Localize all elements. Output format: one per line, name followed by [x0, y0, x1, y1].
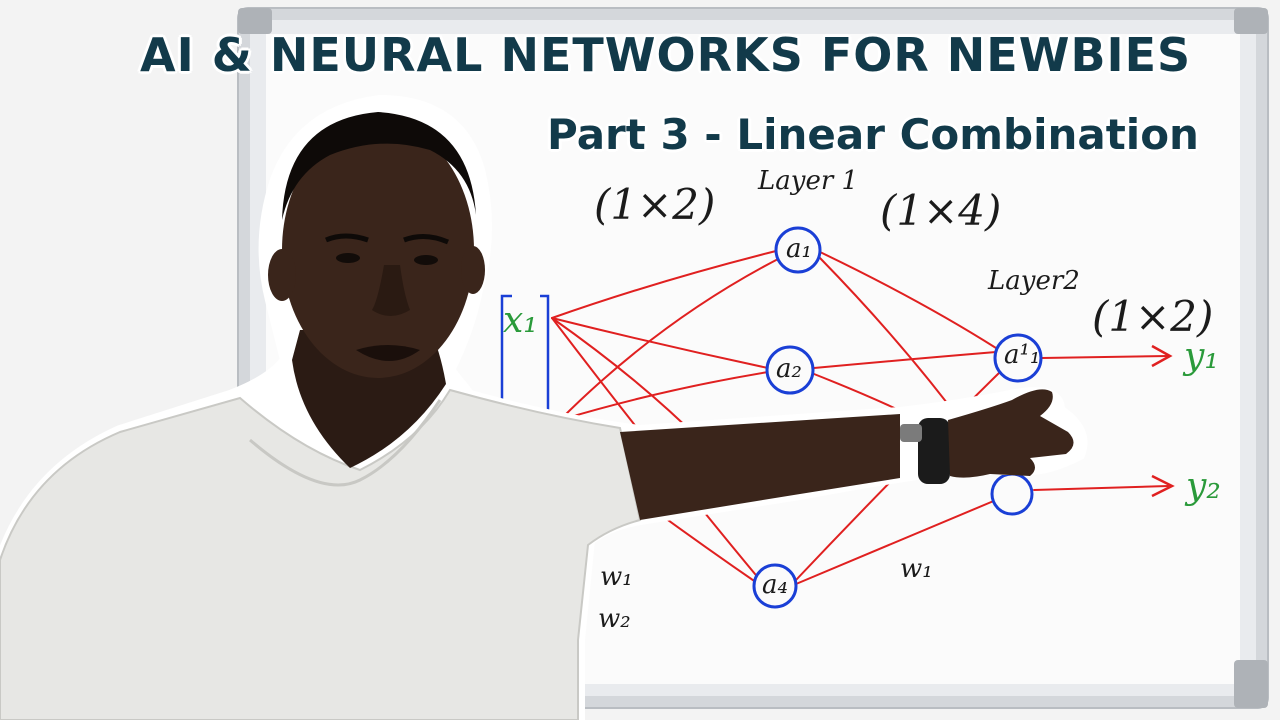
node-b2 — [990, 472, 1034, 516]
node-a2 — [765, 345, 815, 395]
layer2-label: Layer2 — [988, 266, 1080, 296]
edge-b2-y2 — [1033, 485, 1169, 491]
presenter-hand — [948, 389, 1074, 478]
presenter-eyebrow-left — [325, 233, 369, 243]
edge-a4-b2 — [795, 499, 997, 585]
node-a1-label: a₁ — [786, 234, 812, 264]
presenter — [0, 94, 1088, 720]
node-a4 — [752, 563, 798, 609]
shirt-fold — [249, 399, 442, 487]
edge-x1-a1 — [551, 249, 781, 319]
arrowhead-y2 — [1151, 474, 1175, 498]
presenter-ear-left — [268, 249, 296, 301]
edge-x2-a2 — [559, 371, 769, 421]
input-dimension-label: (1×2) — [594, 180, 716, 229]
edge-b1-y1 — [1041, 355, 1169, 359]
presenter-arm — [620, 414, 900, 520]
presenter-shirt — [0, 388, 642, 720]
video-title: AI & NEURAL NETWORKS FOR NEWBIES — [140, 28, 1192, 82]
weight-label-w1-left: w₁ — [600, 562, 633, 592]
presenter-head — [282, 122, 474, 378]
edge-a1-b2 — [819, 257, 961, 421]
output-y2: y₂ — [1186, 466, 1221, 507]
edge-a2-b1 — [813, 351, 997, 369]
network-nodes — [752, 226, 1043, 609]
layer1-dimension-label: (1×4) — [880, 186, 1002, 235]
presenter-watch — [918, 418, 950, 484]
presenter-mouth — [356, 345, 420, 361]
input-node-x1: x₁ — [503, 300, 538, 341]
presenter-ear-right — [461, 246, 485, 294]
edge-x1-a2 — [551, 317, 769, 369]
output-dimension-label: (1×2) — [1092, 292, 1214, 341]
node-layer2-label: a¹₁ — [1004, 340, 1041, 370]
presenter-eye-right — [414, 255, 438, 265]
presenter-hair — [282, 112, 476, 220]
weight-label-w1-right: w₁ — [900, 554, 933, 584]
layer1-label: Layer 1 — [758, 166, 859, 196]
frame-corner-bottom-right — [1234, 660, 1268, 708]
node-a4-label: a₄ — [762, 570, 788, 600]
presenter-nose — [372, 265, 410, 316]
frame-corner-top-right — [1234, 8, 1268, 34]
weight-label-w2-left: w₂ — [598, 604, 631, 634]
input-vector-bracket — [500, 294, 550, 430]
node-a1 — [774, 226, 822, 274]
node-b1 — [993, 333, 1043, 383]
video-subtitle: Part 3 - Linear Combination — [547, 110, 1199, 159]
frame-corner-top-left — [238, 8, 272, 34]
edge-x2-a1 — [559, 257, 781, 421]
presenter-eyebrow-right — [403, 234, 449, 245]
edge-a1-b1 — [819, 251, 997, 349]
node-a2-label: a₂ — [776, 354, 802, 384]
watch-face — [900, 424, 922, 442]
output-y1: y₁ — [1184, 336, 1219, 377]
arrowhead-y1 — [1151, 344, 1173, 368]
presenter-eye-left — [336, 253, 360, 263]
